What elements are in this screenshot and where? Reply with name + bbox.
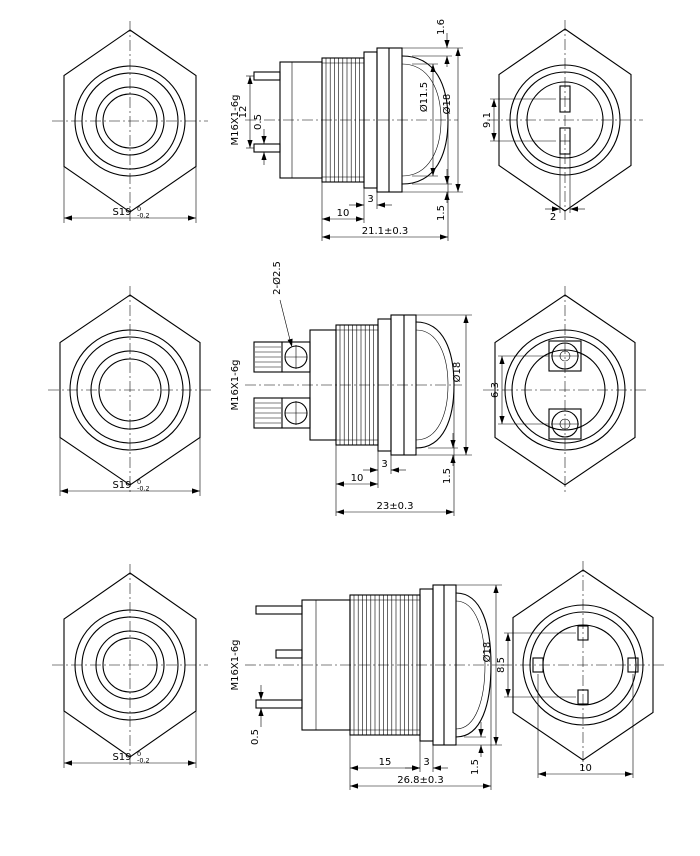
dim-screw-holes: 2-Ø2.5 — [271, 261, 283, 295]
dim-thread-length: 10 — [337, 208, 350, 219]
thread-spec-label: M16X1-6g — [230, 95, 241, 146]
dim-pin-width: 0.5 — [253, 114, 264, 130]
solder-terminal — [577, 689, 589, 705]
dim-hex-tol-upper: 0 — [137, 750, 141, 758]
terminal-pin — [255, 699, 303, 709]
dim-terminal-width: 2 — [550, 212, 556, 223]
dim-hex-tol-lower: -0.2 — [137, 485, 150, 493]
dome-head-inner — [455, 600, 486, 730]
terminal-pin — [275, 649, 303, 659]
front-view-3: S19 0-0.2 — [52, 564, 208, 768]
solder-terminal — [532, 657, 544, 673]
rear-view-1: 9.12 — [482, 20, 643, 223]
dim-thread-length: 15 — [379, 757, 392, 768]
dim-flange-lip: 1.5 — [442, 468, 453, 484]
dim-pin-width: 0.5 — [250, 729, 261, 745]
terminal-pin — [255, 605, 303, 615]
rear-view-2: 6.3 — [483, 286, 647, 494]
solder-terminal — [627, 657, 639, 673]
dome-head-inner — [415, 329, 449, 441]
dim-pin-pitch-vertical: 8.5 — [496, 657, 507, 673]
dim-flange-dia: Ø18 — [451, 362, 463, 383]
dim-step: 3 — [367, 194, 373, 205]
side-view-3: M16X1-6g 0.5 Ø18 1.5 15 3 26.8±0.3 — [230, 584, 506, 790]
dim-pin-spacing: 12 — [238, 106, 249, 119]
dim-flange-lip: 1.5 — [436, 205, 447, 221]
dim-step: 3 — [423, 757, 429, 768]
dim-flange-dia: Ø18 — [441, 94, 453, 115]
terminal-pin — [253, 71, 281, 81]
dim-hex-tol-lower: -0.2 — [137, 757, 150, 765]
solder-terminal — [577, 625, 589, 641]
dim-total-length: 23±0.3 — [376, 501, 413, 512]
dim-total-length: 21.1±0.3 — [362, 226, 409, 237]
dim-head-lip: 1.6 — [436, 19, 447, 35]
dim-terminal-pitch: 9.1 — [482, 112, 493, 128]
dim-head-dia: Ø11.5 — [418, 82, 430, 112]
dim-flange-lip: 1.5 — [470, 759, 481, 775]
dim-thread-length: 10 — [351, 473, 364, 484]
dome-head — [455, 592, 492, 738]
dim-hex-tol-upper: 0 — [137, 205, 141, 213]
thread-spec-label: M16X1-6g — [230, 640, 241, 691]
dim-terminal-pitch: 6.3 — [490, 382, 501, 398]
rear-view-3: 8.5 10 — [496, 561, 665, 778]
dim-hex-tol-lower: -0.2 — [137, 212, 150, 220]
front-view-1: S19 0-0.2 — [52, 21, 208, 223]
row-long-pin-version: S19 0-0.2 M16X1-6g 0.5 Ø18 1.5 15 3 26.8±0.3 8.5 1… — [52, 561, 665, 790]
dim-hex-across-flats: S19 — [112, 752, 131, 763]
dim-total-length: 26.8±0.3 — [397, 775, 444, 786]
dim-hex-tol-upper: 0 — [137, 478, 141, 486]
dim-pin-pitch-horizontal: 10 — [579, 763, 592, 774]
dim-hex-across-flats: S19 — [112, 207, 131, 218]
front-view-2: S19 0-0.2 — [48, 286, 212, 496]
terminal-pin — [253, 143, 281, 153]
dim-step: 3 — [381, 459, 387, 470]
dim-hex-across-flats: S19 — [112, 480, 131, 491]
thread-spec-label: M16X1-6g — [230, 360, 241, 411]
dome-head — [401, 55, 449, 185]
dim-flange-dia: Ø18 — [481, 642, 493, 663]
dome-head — [415, 321, 455, 449]
dome-head-inner — [401, 63, 442, 177]
